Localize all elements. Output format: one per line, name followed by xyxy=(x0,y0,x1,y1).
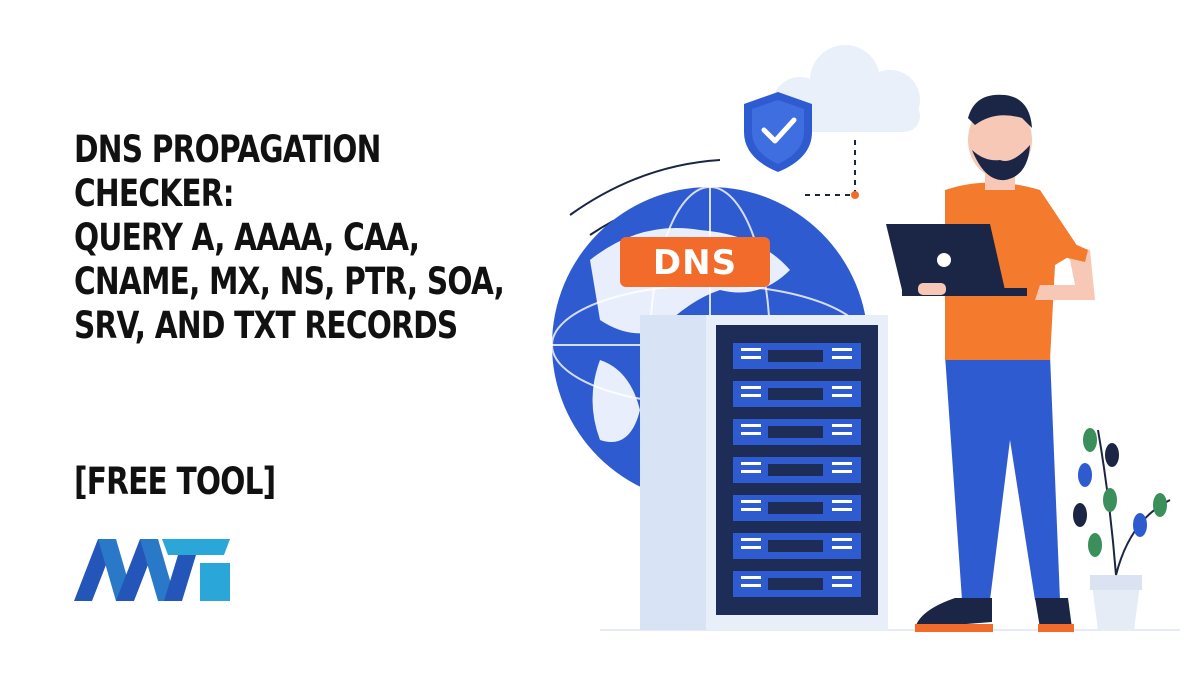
page-headline: DNS PROPAGATION CHECKER: QUERY A, AAAA, … xyxy=(74,128,505,348)
server-unit xyxy=(733,571,861,597)
plant-icon xyxy=(1073,428,1171,630)
server-unit xyxy=(733,419,861,445)
laptop-icon xyxy=(886,224,1027,296)
dns-illustration: DNS xyxy=(551,45,1180,632)
shield-check-icon xyxy=(744,92,812,172)
headline-line: CNAME, MX, NS, PTR, SOA, xyxy=(74,260,505,303)
free-tool-tag: [FREE TOOL] xyxy=(74,460,276,503)
dns-badge-label: DNS xyxy=(653,243,737,283)
headline-line: SRV, AND TXT RECORDS xyxy=(74,304,458,347)
server-unit xyxy=(733,495,861,521)
dns-badge: DNS xyxy=(620,237,770,287)
server-rack-icon xyxy=(706,315,888,630)
headline-line: DNS PROPAGATION xyxy=(74,128,381,171)
server-unit xyxy=(733,533,861,559)
headline-line: QUERY A, AAAA, CAA, xyxy=(74,216,420,259)
server-unit xyxy=(733,343,861,369)
mtc-logo xyxy=(74,539,230,601)
server-unit xyxy=(733,381,861,407)
headline-line: CHECKER: xyxy=(74,172,235,215)
person-illustration xyxy=(886,94,1095,632)
orbit-line-icon xyxy=(569,159,721,216)
server-side-panel xyxy=(640,315,710,630)
server-unit xyxy=(733,457,861,483)
